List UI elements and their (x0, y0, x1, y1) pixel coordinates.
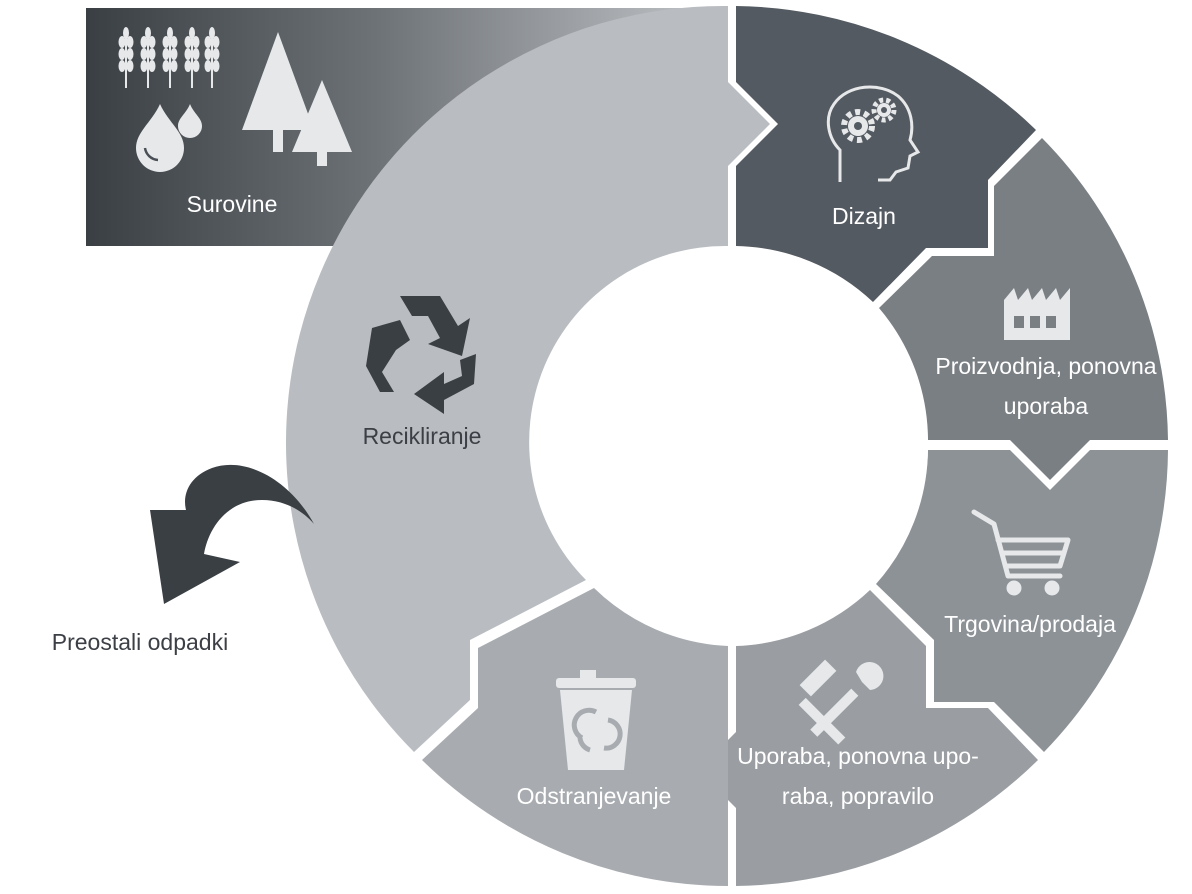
label-recikliranje: Recikliranje (363, 423, 482, 449)
wheat-icon (118, 27, 220, 88)
label-uporaba-line2: raba, popravilo (782, 783, 934, 809)
label-trgovina: Trgovina/prodaja (944, 611, 1116, 637)
segment-labels: Dizajn Proizvodnja, ponovna uporaba Trgo… (52, 203, 1157, 809)
label-preostali-odpadki: Preostali odpadki (52, 629, 228, 655)
segment-uporaba (698, 590, 1038, 886)
recycle-bin-icon (556, 670, 636, 770)
segment-recikliranje (285, 5, 770, 752)
waste-exit-arrow (150, 464, 314, 604)
segment-dizajn (736, 6, 1036, 302)
source-label: Surovine (187, 191, 278, 217)
label-uporaba-line1: Uporaba, ponovna upo- (737, 743, 979, 769)
ring-center (536, 250, 928, 642)
segment-trgovina (876, 450, 1168, 752)
label-dizajn: Dizajn (832, 203, 896, 229)
recycle-icon (366, 296, 476, 414)
label-odstranjevanje: Odstranjevanje (517, 783, 672, 809)
trees-icon (242, 32, 352, 166)
shopping-cart-icon (971, 509, 1071, 596)
head-gears-icon (826, 85, 921, 182)
ring (285, 5, 1168, 886)
factory-icon (1004, 288, 1070, 340)
hammer-wrench-icon (798, 659, 884, 745)
label-proizvodnja-line2: uporaba (1004, 393, 1089, 419)
label-proizvodnja-line1: Proizvodnja, ponovna (935, 353, 1156, 379)
water-drops-icon (136, 104, 202, 172)
